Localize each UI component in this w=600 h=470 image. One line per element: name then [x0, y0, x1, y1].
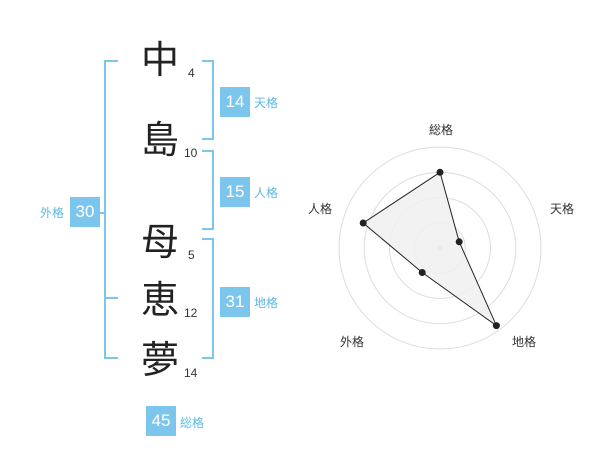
gaikaku-bracket-vertical	[104, 60, 106, 359]
chikaku-value: 31	[220, 287, 250, 317]
radar-axis-label-jinkaku: 人格	[308, 201, 332, 216]
jinkaku-bracket-top	[202, 150, 214, 152]
radar-point-4	[418, 269, 426, 276]
radar-series-polygon	[362, 171, 498, 328]
gaikaku-label: 外格	[40, 206, 65, 220]
name-char-1: 中	[140, 38, 179, 82]
name-char-2: 島	[140, 118, 179, 162]
chikaku-bracket-top	[202, 238, 214, 240]
radar-axis-label-tenkaku: 天格	[550, 201, 574, 216]
gaikaku-bracket-mid	[104, 297, 118, 299]
radar-axis-label-soukaku: 総格	[429, 122, 453, 137]
chikaku-label: 地格	[254, 296, 279, 310]
tenkaku-label: 天格	[254, 96, 279, 110]
tenkaku-value: 14	[220, 87, 250, 117]
tenkaku-bracket-top	[202, 60, 214, 62]
chikaku-bracket-vertical	[212, 238, 214, 359]
stroke-count-4: 12	[184, 306, 198, 320]
stroke-count-1: 4	[188, 66, 195, 80]
radar-point-5	[359, 219, 367, 227]
radar-point-1	[436, 168, 444, 176]
radar-point-2	[455, 238, 463, 246]
jinkaku-label: 人格	[254, 186, 279, 200]
gaikaku-bracket-bottom	[104, 357, 118, 359]
gaikaku-value: 30	[70, 197, 100, 227]
stroke-count-2: 10	[184, 146, 198, 160]
soukaku-label: 総格	[180, 416, 205, 430]
radar-axis-label-chikaku: 地格	[512, 334, 536, 349]
name-char-5: 夢	[140, 338, 179, 382]
soukaku-value: 45	[146, 406, 176, 436]
jinkaku-bracket-vertical	[212, 150, 214, 230]
radar-ring-4	[338, 146, 542, 350]
name-char-3: 母	[140, 220, 179, 264]
name-char-4: 恵	[140, 278, 179, 322]
gaikaku-bracket-top	[104, 60, 118, 62]
stroke-count-3: 5	[188, 248, 195, 262]
jinkaku-value: 15	[220, 177, 250, 207]
tenkaku-bracket-bottom	[202, 138, 214, 140]
radar-points	[359, 168, 500, 330]
tenkaku-bracket-vertical	[212, 60, 214, 140]
radar-axis-label-gaikaku: 外格	[340, 334, 364, 349]
radar-point-3	[492, 322, 500, 330]
stroke-count-5: 14	[184, 366, 198, 380]
chikaku-bracket-bottom	[202, 357, 214, 359]
jinkaku-bracket-bottom	[202, 228, 214, 230]
